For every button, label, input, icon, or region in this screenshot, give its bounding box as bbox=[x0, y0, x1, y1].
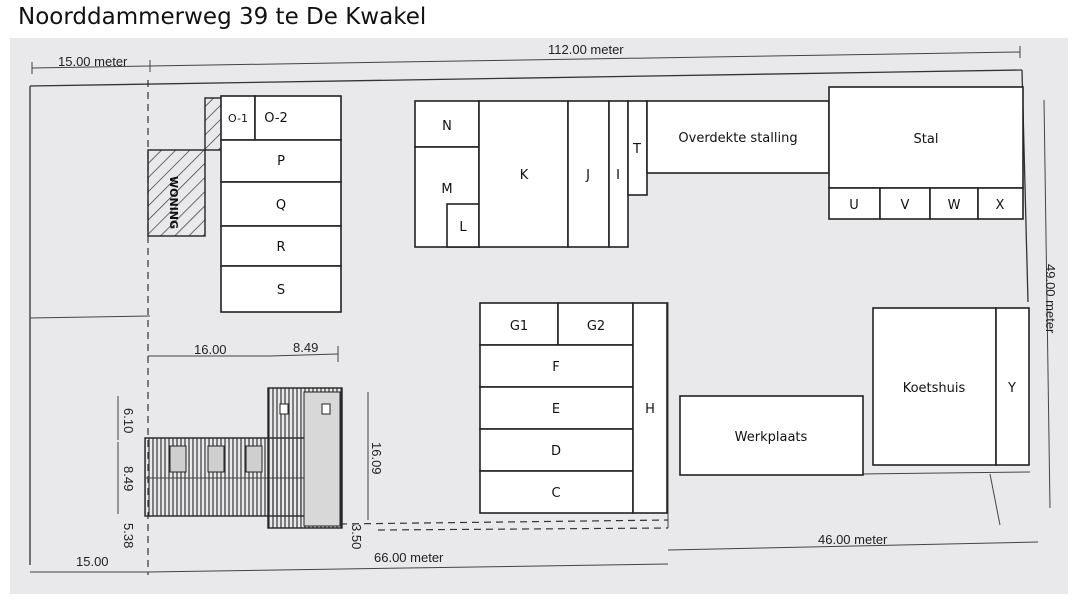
unit-r bbox=[220, 225, 342, 267]
unit-werkplaats bbox=[679, 395, 864, 476]
unit-s-label: S bbox=[277, 283, 285, 298]
units-c-h: G1 G2 F E D C H bbox=[479, 302, 668, 514]
unit-k bbox=[478, 100, 569, 248]
unit-x bbox=[977, 187, 1024, 220]
unit-f-label: F bbox=[552, 360, 559, 375]
woning-label: WONING bbox=[167, 176, 180, 229]
units-n-t: N M L K J I T bbox=[414, 100, 648, 248]
overdekte-label: Overdekte stalling bbox=[678, 131, 797, 146]
woning-house: WONING bbox=[147, 97, 223, 237]
unit-p bbox=[220, 139, 342, 183]
unit-koetshuis bbox=[872, 307, 997, 466]
unit-f bbox=[479, 344, 634, 388]
dim-bottom-left: 15.00 bbox=[76, 554, 109, 569]
unit-l-label: L bbox=[459, 220, 467, 235]
unit-overdekte-stalling bbox=[646, 100, 830, 174]
unit-g1 bbox=[479, 302, 559, 346]
unit-w-label: W bbox=[948, 198, 961, 213]
existing-building-drawing bbox=[144, 387, 343, 529]
dim-top-total: 112.00 meter bbox=[548, 42, 624, 57]
dimension-labels: 15.00 meter 112.00 meter 49.00 meter 16.… bbox=[58, 42, 1058, 569]
plan-title: Noorddammerweg 39 te De Kwakel bbox=[18, 4, 427, 30]
unit-y bbox=[995, 307, 1030, 466]
dimension-lines bbox=[30, 46, 1051, 573]
dim-house-849: 8.49 bbox=[121, 466, 136, 491]
unit-o2 bbox=[254, 95, 342, 141]
unit-y-label: Y bbox=[1007, 381, 1016, 396]
dim-bottom-46: 46.00 meter bbox=[818, 532, 888, 547]
koetshuis-label: Koetshuis bbox=[903, 381, 966, 396]
unit-x-label: X bbox=[996, 198, 1005, 213]
dim-bottom-66: 66.00 meter bbox=[374, 550, 444, 565]
unit-h bbox=[632, 302, 668, 514]
unit-u-label: U bbox=[849, 198, 859, 213]
units-o-s: O-1 O-2 P Q R S bbox=[220, 95, 342, 313]
unit-k-label: K bbox=[520, 168, 529, 183]
unit-g2-label: G2 bbox=[587, 319, 605, 334]
dim-top-left: 15.00 meter bbox=[58, 54, 128, 69]
unit-j bbox=[567, 100, 610, 248]
unit-r-label: R bbox=[276, 240, 285, 255]
stal-label: Stal bbox=[914, 132, 939, 147]
koetshuis-group: Koetshuis Y bbox=[872, 307, 1030, 466]
dim-house-1609: 16.09 bbox=[369, 442, 384, 475]
dim-house-350: 3.50 bbox=[349, 524, 364, 549]
unit-d-label: D bbox=[551, 444, 561, 459]
unit-n-label: N bbox=[442, 119, 452, 134]
dim-849: 8.49 bbox=[293, 340, 318, 355]
unit-p-label: P bbox=[277, 154, 285, 169]
unit-g1-label: G1 bbox=[510, 319, 528, 334]
werkplaats-label: Werkplaats bbox=[735, 430, 808, 445]
unit-s bbox=[220, 265, 342, 313]
unit-c bbox=[479, 470, 634, 514]
overdekte-stalling: Overdekte stalling bbox=[646, 100, 830, 174]
unit-h-label: H bbox=[645, 402, 655, 417]
unit-v-label: V bbox=[901, 198, 910, 213]
dim-16: 16.00 bbox=[194, 342, 227, 357]
unit-j-label: J bbox=[585, 168, 590, 183]
unit-l bbox=[446, 203, 480, 248]
dim-right: 49.00 meter bbox=[1043, 264, 1058, 334]
unit-o1-label: O-1 bbox=[228, 112, 248, 125]
unit-c-label: C bbox=[551, 486, 560, 501]
unit-i-label: I bbox=[616, 168, 620, 183]
unit-n bbox=[414, 100, 480, 148]
werkplaats: Werkplaats bbox=[679, 395, 864, 476]
stal-group: Stal U V W X bbox=[828, 86, 1024, 220]
unit-o1 bbox=[220, 95, 256, 141]
unit-e-label: E bbox=[552, 402, 560, 417]
unit-q-label: Q bbox=[276, 198, 286, 213]
unit-m-label: M bbox=[441, 182, 452, 197]
dim-house-610: 6.10 bbox=[121, 408, 136, 433]
unit-t-label: T bbox=[632, 142, 641, 157]
dim-house-538: 5.38 bbox=[121, 523, 136, 548]
unit-o2-label: O-2 bbox=[264, 111, 288, 126]
